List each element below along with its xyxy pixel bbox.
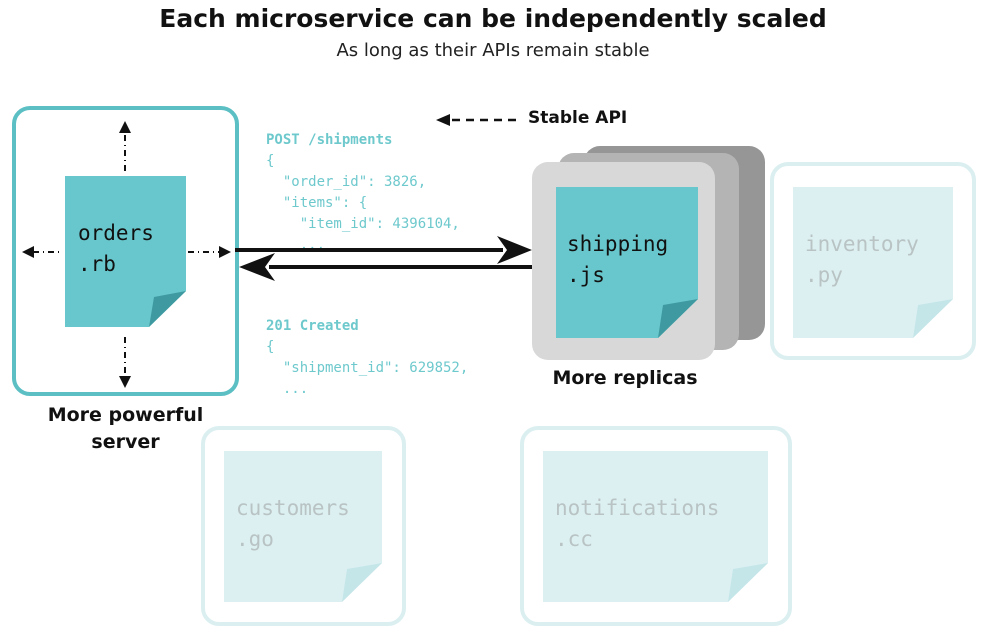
orders-name: orders (78, 221, 154, 245)
response-line-3: "shipment_id": 629852, (266, 360, 469, 376)
request-line-2: { (266, 153, 275, 169)
orders-ext: .rb (78, 252, 116, 276)
customers-box (201, 426, 406, 626)
arrow-left-icon (436, 114, 450, 126)
diagram-title: Each microservice can be independently s… (159, 4, 827, 33)
stable-api-label: Stable API (528, 108, 628, 128)
inventory-name: inventory (805, 232, 919, 256)
shipping-ext: .js (567, 263, 605, 287)
request-code: POST /shipments { "order_id": 3826, "ite… (266, 109, 460, 256)
notifications-doc-icon (543, 451, 768, 602)
orders-label: orders .rb (78, 187, 154, 280)
more-powerful-caption: More powerful server (12, 402, 239, 456)
inventory-doc-icon (793, 187, 953, 338)
response-line-4: ... (266, 381, 309, 397)
more-replicas-caption: More replicas (552, 367, 698, 389)
response-line-2: { (266, 339, 275, 355)
notifications-name: notifications (555, 496, 720, 520)
notifications-ext: .cc (555, 527, 593, 551)
shipping-name: shipping (567, 232, 669, 256)
more-powerful-line1: More powerful (47, 404, 204, 426)
customers-ext: .go (236, 527, 274, 551)
inventory-box (770, 162, 976, 360)
request-line-5: "item_id": 4396104, (266, 216, 460, 232)
shipping-label: shipping .js (567, 198, 668, 291)
customers-label: customers .go (236, 462, 350, 555)
more-powerful-line2: server (91, 431, 160, 453)
notifications-label: notifications .cc (555, 462, 719, 555)
inventory-label: inventory .py (805, 198, 919, 291)
request-line-4: "items": { (266, 195, 368, 211)
response-status: 201 Created (266, 318, 359, 334)
customers-name: customers (236, 496, 350, 520)
arrow-right-icon (497, 236, 532, 264)
customers-doc-icon (224, 451, 382, 602)
request-endpoint: POST /shipments (266, 132, 393, 148)
diagram-subtitle: As long as their APIs remain stable (336, 40, 650, 61)
shipping-doc-icon (556, 187, 698, 338)
orders-doc-icon (65, 176, 186, 327)
api-arrows (235, 236, 535, 281)
notifications-box (520, 426, 792, 626)
request-line-3: "order_id": 3826, (266, 174, 427, 190)
stable-api-pointer (436, 114, 520, 126)
arrow-left-icon (239, 253, 275, 281)
response-code: 201 Created { "shipment_id": 629852, ... (266, 295, 468, 400)
inventory-ext: .py (805, 263, 843, 287)
